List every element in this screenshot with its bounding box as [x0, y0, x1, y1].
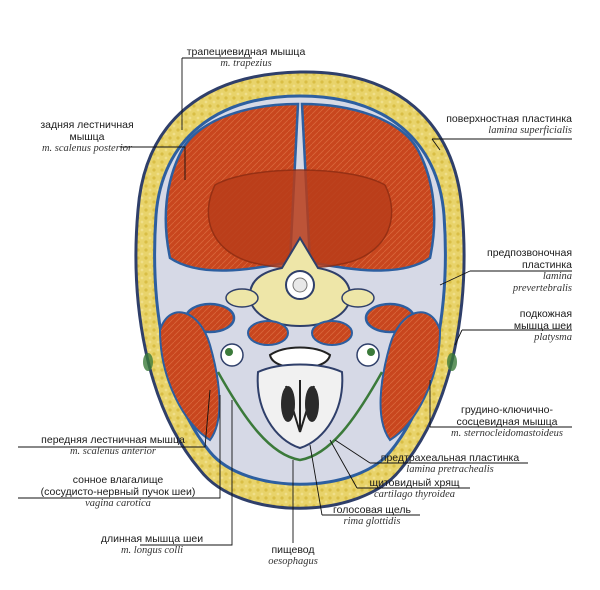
label-longus-colli-la: m. longus colli	[120, 545, 184, 556]
label-lamina-pretrachealis-la: lamina pretrachealis	[406, 464, 494, 475]
label-scalenus-posterior-ru1: задняя лестничная	[40, 119, 134, 131]
label-lamina-prevertebralis-la1: lamina	[542, 271, 572, 282]
label-scalenus-posterior: задняя лестничная мышца m. scalenus post…	[22, 119, 152, 155]
transverse-process-left	[225, 288, 259, 308]
fat-lobule-right	[447, 353, 457, 371]
label-trapezius: трапециевидная мышца m. trapezius	[176, 46, 316, 70]
spinal-cord	[292, 277, 308, 293]
label-lamina-prevertebralis-la2: prevertebralis	[512, 283, 572, 294]
label-lamina-pretrachealis-ru: предтрахеальная пластинка	[380, 452, 520, 464]
label-rima-glottidis-la: rima glottidis	[343, 516, 401, 527]
vocal-fold-left	[281, 386, 295, 422]
vocal-fold-right	[305, 386, 319, 422]
label-vagina-carotica-ru2: (сосудисто-нервный пучок шеи)	[40, 486, 196, 498]
label-longus-colli-ru: длинная мышца шеи	[100, 533, 204, 545]
label-scalenus-posterior-la: m. scalenus posterior	[41, 143, 133, 154]
label-scalenus-anterior-ru: передняя лестничная мышца	[41, 434, 185, 446]
label-lamina-pretrachealis: предтрахеальная пластинка lamina pretrac…	[372, 452, 528, 476]
carotid-sheath-right	[356, 343, 380, 367]
label-lamina-superficialis: поверхностная пластинка lamina superfici…	[420, 113, 572, 137]
label-cartilago-thyroidea: щитовидный хрящ cartilago thyroidea	[357, 477, 472, 501]
label-scalenus-anterior: передняя лестничная мышца m. scalenus an…	[18, 434, 208, 458]
label-scalenus-posterior-ru2: мышца	[69, 131, 105, 143]
label-platysma-ru2: мышца шеи	[513, 320, 572, 332]
label-oesophagus: пищевод oesophagus	[258, 544, 328, 568]
label-trapezius-la: m. trapezius	[220, 58, 272, 69]
label-vagina-carotica: сонное влагалище (сосудисто-нервный пучо…	[18, 474, 218, 510]
carotid-artery-left	[225, 348, 233, 356]
label-lamina-prevertebralis-ru2: пластинка	[521, 259, 572, 271]
carotid-artery-right	[367, 348, 375, 356]
leader-lines	[18, 57, 572, 546]
carotid-sheath-left	[220, 343, 244, 367]
label-lamina-superficialis-ru: поверхностная пластинка	[446, 113, 572, 125]
transverse-process-right	[341, 288, 375, 308]
label-platysma-la: platysma	[534, 332, 572, 343]
label-oesophagus-la: oesophagus	[268, 556, 318, 567]
label-cartilago-thyroidea-la: cartilago thyroidea	[374, 489, 455, 500]
label-platysma-ru1: подкожная	[519, 308, 572, 320]
label-lamina-prevertebralis-ru1: предпозвоночная	[487, 247, 572, 259]
longus-colli-left	[247, 320, 289, 346]
label-vagina-carotica-la: vagina carotica	[85, 498, 151, 509]
label-lamina-prevertebralis: предпозвоночная пластинка lamina prevert…	[460, 247, 572, 295]
label-scalenus-anterior-la: m. scalenus anterior	[69, 446, 157, 457]
label-vagina-carotica-ru1: сонное влагалище	[72, 474, 164, 486]
sternocleidomastoid-left	[158, 311, 221, 442]
label-sternocleidomastoideus-ru2: сосцевидная мышца	[456, 416, 558, 428]
label-sternocleidomastoideus: грудино-ключично- сосцевидная мышца m. s…	[432, 404, 582, 440]
fat-lobule-left	[143, 353, 153, 371]
label-trapezius-ru: трапециевидная мышца	[186, 46, 306, 58]
label-rima-glottidis-ru: голосовая щель	[332, 504, 411, 516]
label-longus-colli: длинная мышца шеи m. longus colli	[92, 533, 212, 557]
label-sternocleidomastoideus-la: m. sternocleidomastoideus	[451, 428, 563, 439]
label-cartilago-thyroidea-ru: щитовидный хрящ	[369, 477, 460, 489]
longus-colli-right	[311, 320, 353, 346]
label-oesophagus-ru: пищевод	[271, 544, 315, 556]
label-rima-glottidis: голосовая щель rima glottidis	[322, 504, 422, 528]
deep-back-muscles	[207, 169, 393, 269]
label-lamina-superficialis-la: lamina superficialis	[488, 125, 572, 136]
pretracheal-fascia	[216, 371, 384, 462]
label-sternocleidomastoideus-ru1: грудино-ключично-	[460, 404, 553, 416]
sternocleidomastoid-right	[379, 311, 442, 442]
label-platysma: подкожная мышца шеи platysma	[470, 308, 572, 344]
